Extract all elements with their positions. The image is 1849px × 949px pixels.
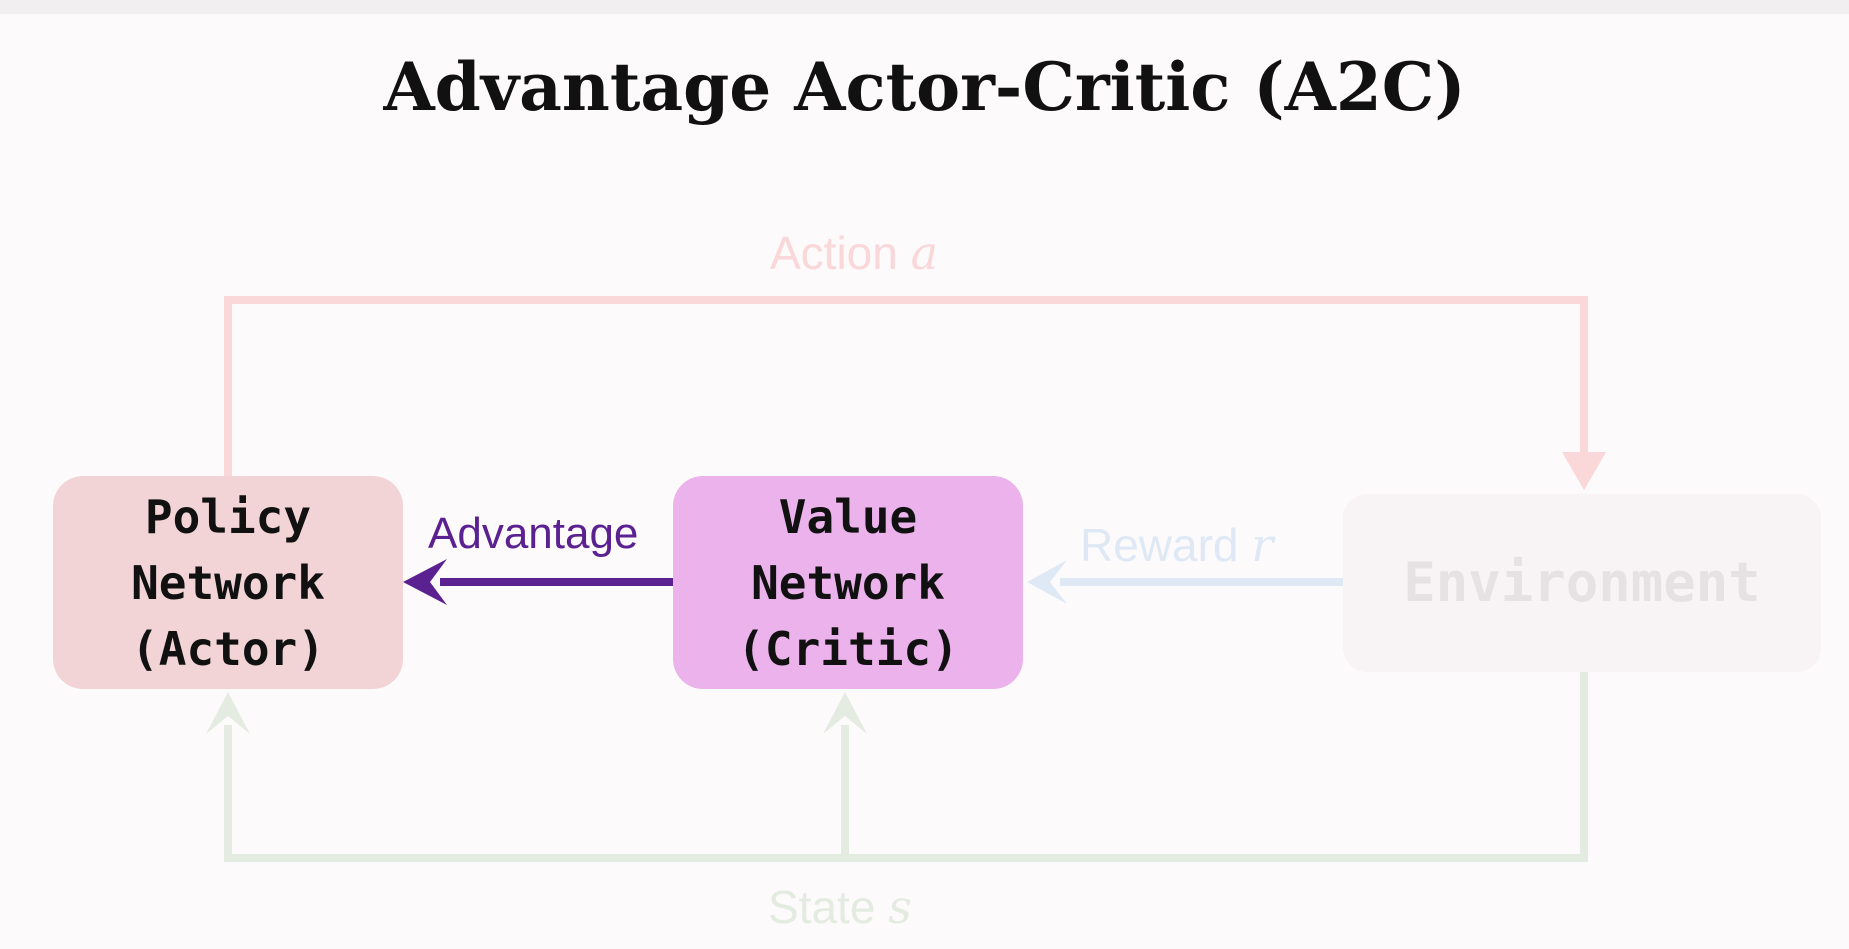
action-label-var: a	[910, 226, 939, 280]
critic-node-line1: Value	[778, 489, 918, 544]
policy-node-line2: Network	[131, 555, 325, 610]
state-label-var: s	[888, 880, 912, 934]
critic-node-line2: Network	[751, 555, 945, 610]
advantage-arrow-head	[403, 559, 447, 605]
reward-arrow-head	[1027, 560, 1067, 604]
reward-label-text: Reward	[1080, 519, 1239, 571]
state-arrow-line	[224, 672, 1588, 862]
environment-node-label: Environment	[1403, 551, 1761, 614]
critic-node-line3: (Critic)	[737, 621, 959, 676]
policy-node-line1: Policy	[144, 489, 312, 544]
action-arrow-line	[224, 296, 1588, 478]
state-label: State s	[768, 880, 912, 934]
state-arrow-head-critic	[823, 692, 867, 734]
state-arrow-head-policy	[206, 692, 250, 734]
environment-node: Environment	[1343, 494, 1821, 672]
top-border	[0, 0, 1849, 14]
action-arrow-head	[1562, 452, 1606, 490]
state-label-text: State	[768, 881, 876, 933]
value-network-node: Value Network (Critic)	[673, 476, 1023, 689]
action-label: Action a	[770, 226, 938, 280]
reward-label: Reward r	[1080, 518, 1273, 572]
action-label-text: Action	[770, 227, 898, 279]
reward-label-var: r	[1251, 518, 1274, 572]
page-title: Advantage Actor-Critic (A2C)	[383, 48, 1466, 126]
advantage-label: Advantage	[428, 509, 639, 558]
policy-node-line3: (Actor)	[131, 621, 325, 676]
policy-network-node: Policy Network (Actor)	[53, 476, 403, 689]
